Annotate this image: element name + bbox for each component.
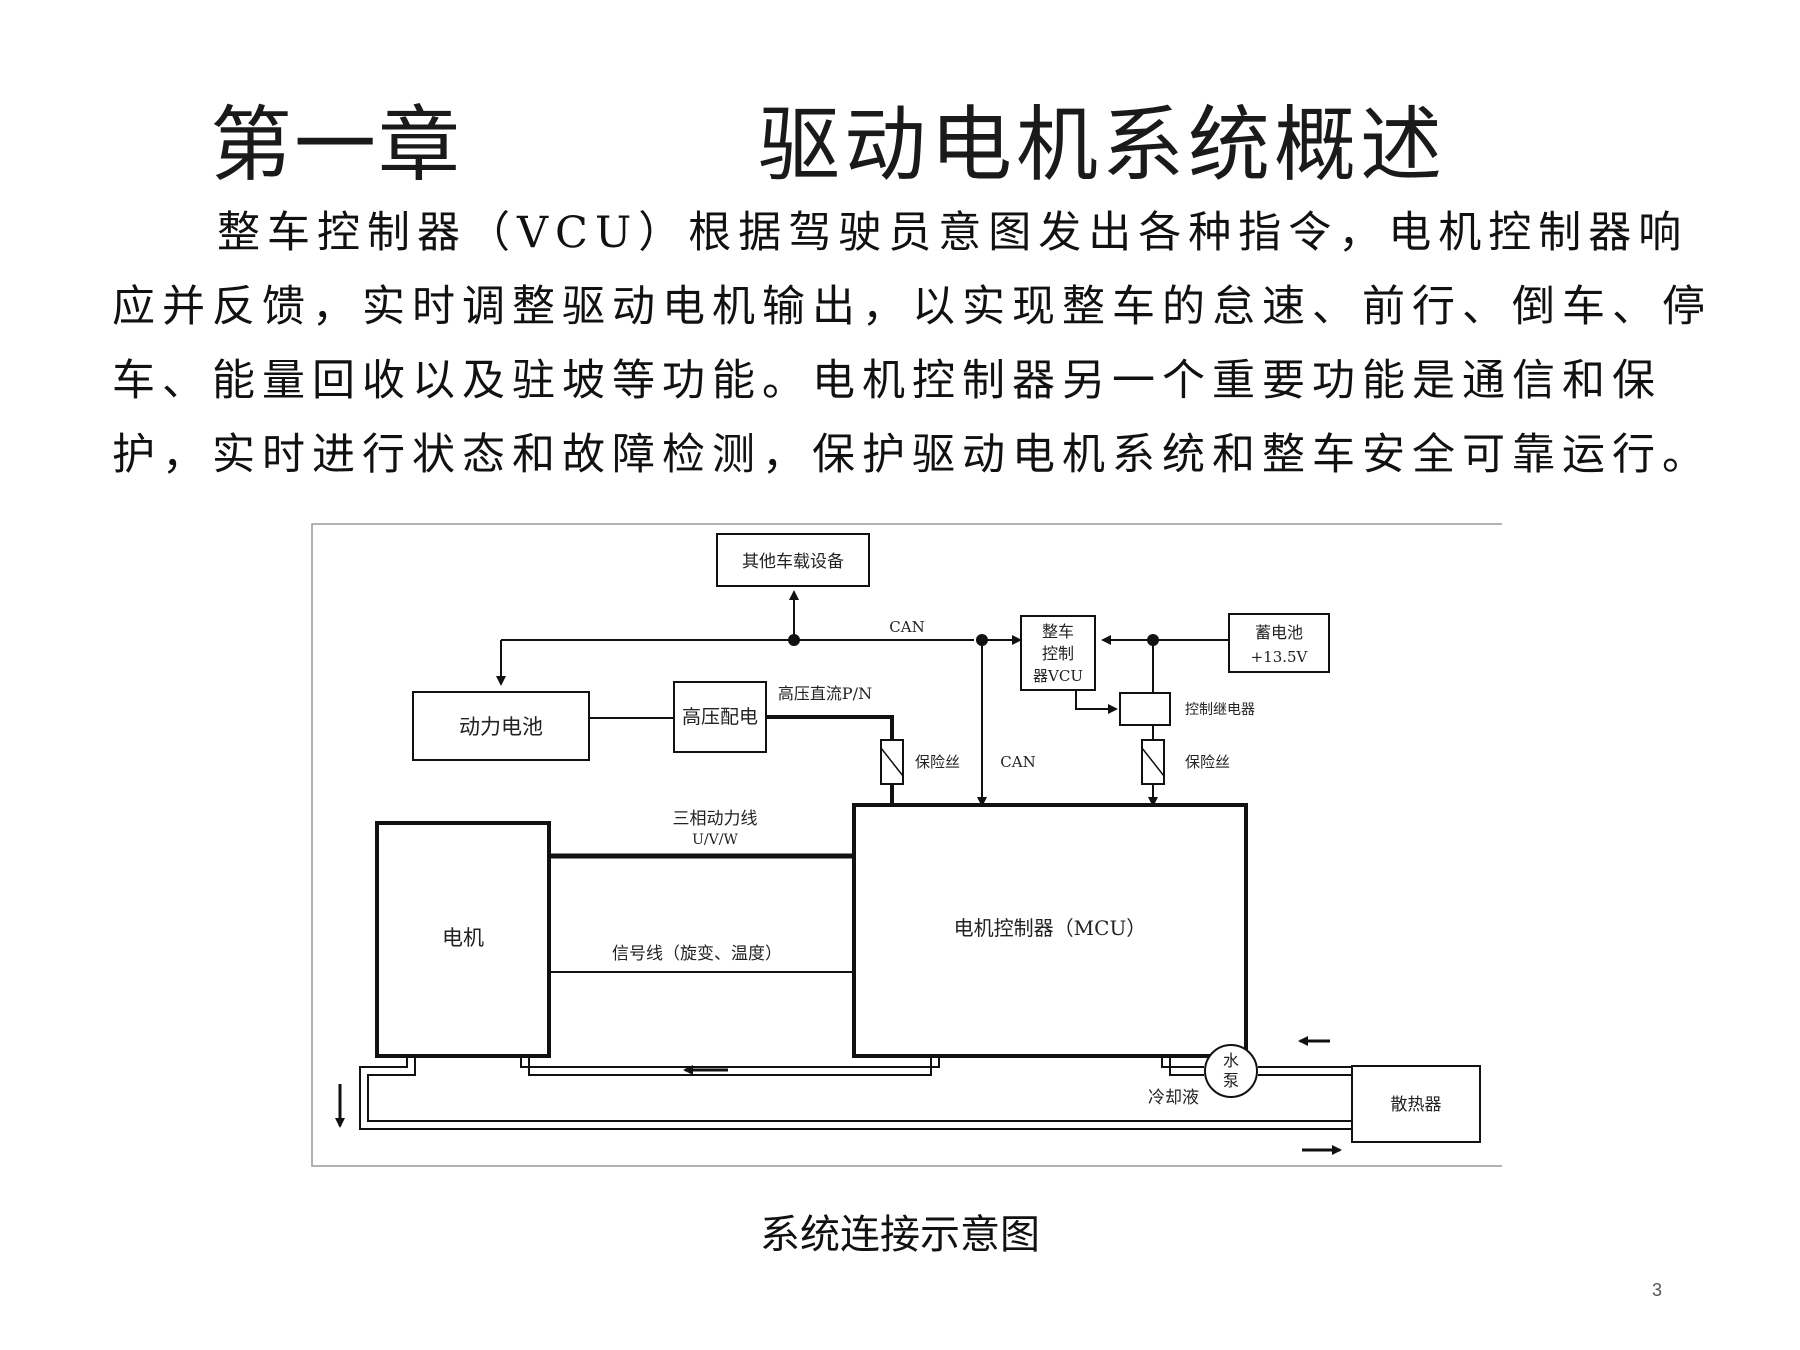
signal-line-label: 信号线（旋变、温度） — [612, 944, 782, 964]
three-phase-label: 三相动力线 — [673, 809, 758, 829]
pump-label-line1: 水 — [1223, 1051, 1239, 1070]
vcu-label-line3: 器VCU — [1033, 667, 1083, 685]
pump-label-line2: 泵 — [1223, 1071, 1239, 1090]
hv-distribution-box — [673, 681, 767, 753]
lv-battery-line1: 蓄电池 — [1255, 623, 1303, 642]
vcu-label-line1: 整车 — [1042, 622, 1074, 641]
fuse-right-label: 保险丝 — [1185, 753, 1230, 771]
mcu-box — [852, 803, 1248, 1058]
hv-dc-line — [766, 715, 894, 740]
page-title: 第一章 驱动电机系统概述 — [0, 78, 1800, 193]
can-top-label: CAN — [889, 618, 924, 636]
fuse-left-label: 保险丝 — [915, 753, 960, 771]
radiator-label: 散热器 — [1391, 1095, 1442, 1115]
body-paragraph: 整车控制器（VCU）根据驾驶员意图发出各种指令，电机控制器响应并反馈，实时调整驱… — [112, 196, 1712, 492]
lv-battery-box — [1228, 613, 1330, 673]
motor-label: 电机 — [442, 926, 484, 950]
hv-dc-label: 高压直流P/N — [778, 684, 872, 703]
fuse-left-mark — [880, 747, 904, 777]
can-mid-label: CAN — [1000, 753, 1035, 771]
vcu-to-relay-line — [1075, 690, 1118, 714]
uvw-label: U/V/W — [692, 832, 738, 848]
radiator-box — [1351, 1065, 1481, 1143]
coolant-label: 冷却液 — [1148, 1088, 1199, 1108]
mcu-label: 电机控制器（MCU） — [954, 916, 1147, 940]
figure-frame — [311, 523, 1502, 1167]
chapter-name: 驱动电机系统概述 — [758, 98, 1447, 193]
system-diagram: 其他车载设备 CAN CAN 整车 控制 器VCU 蓄电池 +13.5V 控制继… — [310, 522, 1502, 1168]
relay-box — [1119, 692, 1171, 726]
power-battery-label: 动力电池 — [459, 715, 543, 739]
vcu-box — [1020, 615, 1096, 691]
can-junction-dot — [788, 634, 800, 646]
coolant-mcu-outlet — [1169, 1056, 1204, 1076]
paragraph-text: 整车控制器（VCU）根据驾驶员意图发出各种指令，电机控制器响应并反馈，实时调整驱… — [112, 208, 1712, 480]
coolant-link-line-inner — [520, 1056, 940, 1068]
lv-battery-line2: +13.5V — [1251, 648, 1309, 666]
coolant-outer-line — [359, 1056, 1352, 1130]
hv-distribution-label: 高压配电 — [682, 706, 758, 728]
page-number: 3 — [1652, 1280, 1663, 1300]
figure-caption: 系统连接示意图 — [760, 1212, 1040, 1258]
coolant-outer-line-inner — [367, 1056, 1352, 1122]
coolant-mcu-outlet-inner — [1161, 1056, 1204, 1068]
power-battery-box — [412, 691, 590, 761]
water-pump — [1204, 1044, 1258, 1098]
coolant-link-line — [528, 1056, 932, 1076]
chapter-label: 第一章 — [210, 98, 463, 193]
other-devices-box — [716, 533, 870, 587]
fuse-right-mark — [1141, 747, 1165, 777]
relay-label: 控制继电器 — [1185, 702, 1255, 718]
other-devices-label: 其他车载设备 — [742, 552, 844, 572]
motor-box — [375, 821, 551, 1058]
vcu-label-line2: 控制 — [1042, 644, 1074, 663]
